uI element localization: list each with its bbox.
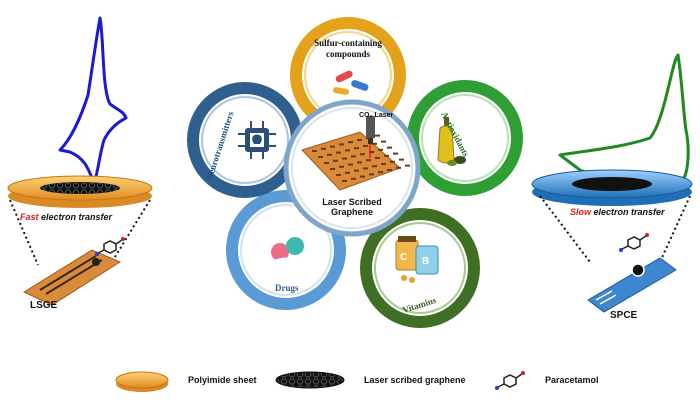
spce-zoom-lines [539,195,691,263]
legend-polyimide-label: Polyimide sheet [188,375,257,385]
scribed-mark [369,151,374,153]
petal-sulfur-line2: compounds [325,49,370,59]
laser-head-icon [366,116,375,158]
spce-cv-curve [558,53,690,189]
spce-slow-word: Slow [570,207,592,217]
scribed-mark [390,160,395,163]
scribed-mark [375,134,380,137]
paracetamol-molecule-icon [495,371,525,390]
scribed-mark [372,165,377,168]
scribed-mark [336,174,341,176]
scribed-mark [369,173,374,176]
scribed-mark [330,168,335,170]
scribed-mark [336,151,341,154]
scribed-mark [387,169,392,171]
scribed-mark [384,154,389,157]
svg-text:C: C [400,252,407,263]
lsge-electrode-strip [22,249,122,306]
scribed-mark [360,175,365,178]
laser-label: CO₂ Laser [359,112,394,119]
scribed-mark [339,143,344,146]
petal-drugs-label: Drugs [275,283,299,293]
spce-label: SPCE [610,310,638,321]
scribed-mark [342,157,347,160]
scribed-mark [321,147,326,150]
scribed-mark [348,163,353,166]
spce-disc [531,169,693,206]
graphene-disc-icon [275,371,345,389]
polyimide-disc-icon [115,371,169,392]
scribed-mark [378,171,383,174]
petal-sulfur-line1: Sulfur-containing [314,38,382,48]
scribed-mark [399,158,404,161]
scribed-mark [357,161,362,164]
legend-paracetamol-label: Paracetamol [545,375,599,385]
scribed-mark [327,153,332,156]
spce-caption: Slow electron transfer [570,207,665,217]
lsge-caption-rest: electron transfer [38,212,113,222]
lsge-zoom-lines [9,199,151,266]
scribed-mark [405,164,410,167]
scribed-mark [381,163,386,165]
scribed-mark [363,145,368,147]
scribed-mark [342,180,347,182]
scribed-mark [393,152,398,155]
scribed-mark [345,171,350,174]
scribed-mark [339,165,344,168]
petal-antioxidants [407,80,523,196]
scribed-mark [318,156,323,158]
paracetamol-molecule-icon [619,233,649,252]
scribed-mark [360,153,365,156]
capsule-pills-icon [333,70,369,95]
vitamin-bottles-icon: B C [395,236,439,283]
scribed-mark [381,140,386,143]
scribed-mark [330,145,335,148]
spce-electrode-strip [587,257,677,313]
center-disc [283,99,421,237]
lsge-fast-word: Fast [20,212,39,222]
center-title: Laser Scribed Graphene [322,197,382,217]
scribed-mark [375,157,380,159]
lsge-disc [7,175,153,208]
paracetamol-molecule-icon [95,237,125,256]
svg-text:B: B [422,256,429,267]
scribed-mark [348,141,353,144]
lsge-cv-curve [58,16,128,183]
scribed-mark [372,142,377,145]
laser-scribing-sheet [301,131,410,191]
petal-drugs [226,190,346,310]
lsge-caption: Fast electron transfer [20,212,112,222]
scribed-mark [324,162,329,164]
scribed-mark [354,169,359,172]
scribed-mark [333,159,338,162]
scribed-mark [354,147,359,150]
scribed-mark [396,166,401,169]
petal-neurotransmitters [187,82,303,198]
scribed-mark [378,148,383,151]
petal-sulfur-label: Sulfur-containing compounds [302,38,394,60]
scribed-mark [357,139,362,141]
scribed-mark [387,146,392,149]
lsge-label: LSGE [30,300,58,311]
scribed-mark [345,149,350,152]
petal-vitamins: B C [360,208,480,328]
scribed-mark [312,150,317,152]
scribed-mark [366,159,371,162]
scribed-mark [351,177,356,180]
legend-graphene-label: Laser scribed graphene [364,375,466,385]
spce-caption-rest: electron transfer [591,207,665,217]
brain-chip-icon [238,121,276,159]
pill-capsule-icon [271,237,304,264]
scribed-mark [363,167,368,170]
scribed-mark [351,155,356,158]
petal-sulfur [290,17,406,133]
olive-oil-bottle-icon [437,117,466,166]
